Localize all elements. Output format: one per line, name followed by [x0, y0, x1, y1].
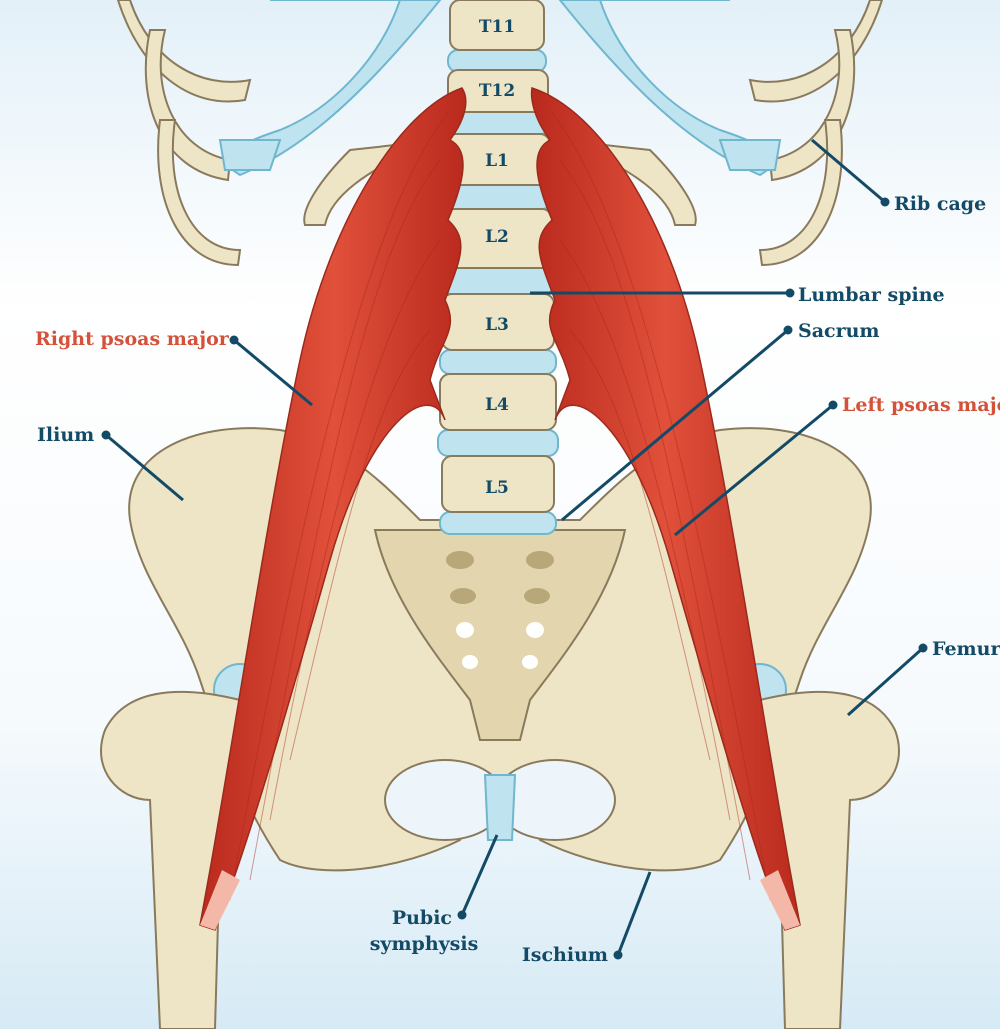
- svg-text:symphysis: symphysis: [370, 933, 479, 955]
- vertebra-label-l4: L4: [485, 395, 509, 415]
- label-ischium: Ischium: [522, 871, 652, 966]
- vertebral-column: T11 T12 L1 L2 L3 L4 L5: [437, 0, 559, 535]
- svg-text:Rib cage: Rib cage: [894, 193, 986, 215]
- svg-text:Ischium: Ischium: [522, 944, 608, 966]
- label-rib-cage: Rib cage: [811, 138, 986, 215]
- svg-text:Pubic: Pubic: [392, 907, 452, 929]
- vertebra-label-l5: L5: [485, 478, 509, 498]
- svg-text:Right psoas major: Right psoas major: [35, 328, 230, 350]
- sacrum: [373, 529, 627, 741]
- pubic-symphysis-cartilage: [483, 774, 517, 841]
- vertebra-t11: [449, 0, 545, 51]
- label-pubic-symphysis: Pubic symphysis: [370, 834, 499, 955]
- vertebra-label-l3: L3: [485, 315, 509, 335]
- label-left-psoas-major: Left psoas major: [674, 394, 1000, 537]
- svg-text:Ilium: Ilium: [37, 424, 94, 446]
- vertebra-label-t12: T12: [479, 81, 515, 101]
- right-psoas-major-muscle: [199, 87, 467, 931]
- label-sacrum: Sacrum: [561, 320, 880, 522]
- left-psoas-major-muscle: [530, 87, 801, 931]
- svg-text:Femur: Femur: [932, 638, 1000, 660]
- vertebra-label-l1: L1: [485, 151, 509, 171]
- vertebra-l5: [441, 455, 555, 513]
- vertebra-l4: [439, 373, 557, 431]
- label-right-psoas-major: Right psoas major: [35, 328, 313, 407]
- label-ilium: Ilium: [37, 424, 184, 502]
- label-lumbar-spine: Lumbar spine: [530, 284, 945, 306]
- svg-text:Left psoas major: Left psoas major: [842, 394, 1000, 416]
- vertebra-label-l2: L2: [485, 227, 509, 247]
- svg-text:Lumbar spine: Lumbar spine: [798, 284, 945, 306]
- svg-text:Sacrum: Sacrum: [798, 320, 880, 342]
- vertebra-label-t11: T11: [479, 17, 515, 37]
- label-femur: Femur: [847, 638, 1000, 717]
- rib-cage: [116, 0, 884, 267]
- vertebra-t12: [447, 69, 549, 113]
